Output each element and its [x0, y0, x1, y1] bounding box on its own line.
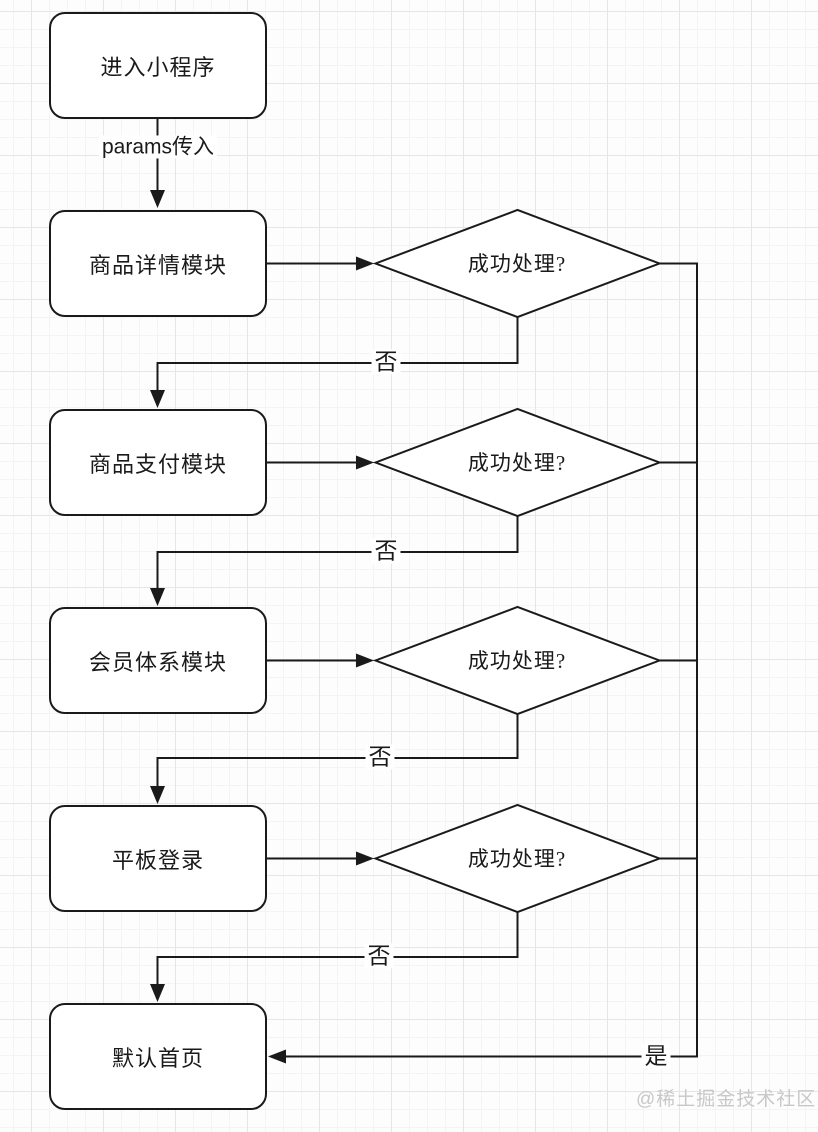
watermark-text: @稀土掘金技术社区	[636, 1089, 817, 1110]
node-label: 会员体系模块	[88, 649, 227, 675]
node-membership-module: 会员体系模块	[49, 607, 267, 714]
edge-label-no-2: 否	[371, 538, 401, 564]
arrowhead-down-icon	[150, 190, 165, 208]
node-label: 商品详情模块	[88, 252, 227, 278]
arrowhead-right-icon	[356, 653, 374, 668]
edge-no-3	[156, 714, 519, 787]
arrowhead-down-icon	[150, 984, 165, 1002]
node-label: 默认首页	[111, 1045, 204, 1071]
decision-label-2: 成功处理?	[467, 451, 567, 475]
arrowhead-right-icon	[356, 851, 374, 866]
node-tablet-login: 平板登录	[49, 805, 267, 912]
node-default-home: 默认首页	[49, 1003, 267, 1110]
decision-label-1: 成功处理?	[467, 252, 567, 276]
edge-no-2	[156, 516, 519, 589]
arrowhead-down-icon	[150, 390, 165, 408]
edge-no-1	[156, 317, 519, 391]
node-product-payment-module: 商品支付模块	[49, 409, 267, 516]
node-label: 商品支付模块	[88, 451, 227, 477]
edge-label-no-4: 否	[364, 943, 394, 969]
edge-no-4	[156, 912, 519, 985]
arrowhead-right-icon	[356, 455, 374, 470]
edge-label-yes: 是	[641, 1043, 671, 1069]
arrowhead-down-icon	[150, 786, 165, 804]
arrowhead-left-icon	[268, 1049, 286, 1064]
edge-label-no-3: 否	[365, 744, 395, 770]
arrowhead-down-icon	[150, 588, 165, 606]
decision-label-3: 成功处理?	[467, 649, 567, 673]
decision-label-4: 成功处理?	[467, 847, 567, 871]
node-label: 平板登录	[111, 847, 204, 873]
arrowhead-right-icon	[356, 256, 374, 271]
node-enter-miniprogram: 进入小程序	[49, 12, 267, 119]
edge-label-no-1: 否	[371, 349, 401, 375]
node-label: 进入小程序	[100, 54, 216, 80]
node-product-detail-module: 商品详情模块	[49, 210, 267, 317]
edge-label-params-in: params传入	[98, 135, 218, 159]
edge-yes-rail	[284, 263, 698, 1058]
